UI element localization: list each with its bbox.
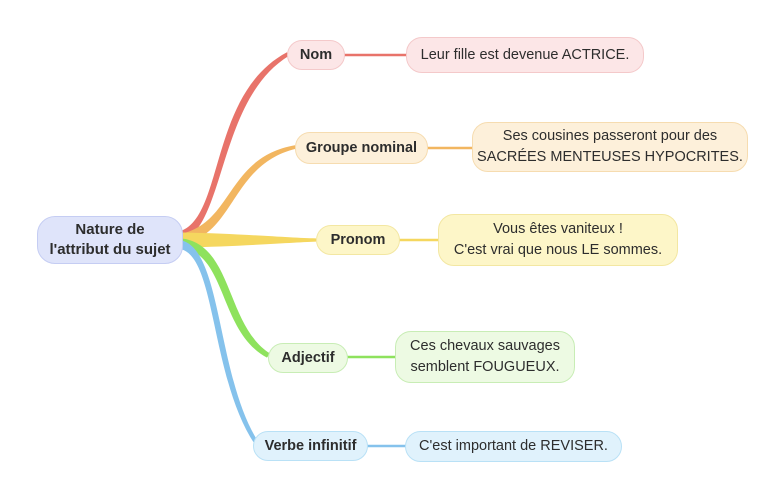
leaf-text-groupe-nominal-example: Ses cousines passeront pour des SACRÉES … [477, 128, 743, 165]
leaf-node-adjectif-example[interactable]: Ces chevaux sauvages semblent FOUGUEUX. [395, 331, 575, 383]
branch-nom-curve [182, 52, 409, 242]
branch-pronom-main-line [182, 232, 316, 248]
branch-nom-main-line [182, 52, 289, 242]
topic-node-pronom[interactable]: Pronom [316, 225, 400, 255]
leaf-node-pronom-example[interactable]: Vous êtes vaniteux ! C'est vrai que nous… [438, 214, 678, 266]
leaf-text-pronom-example: Vous êtes vaniteux ! C'est vrai que nous… [453, 221, 663, 258]
topic-label-adjectif: Adjectif [281, 350, 335, 366]
topic-node-nom[interactable]: Nom [287, 40, 345, 70]
leaf-text-adjectif-example: Ces chevaux sauvages semblent FOUGUEUX. [410, 338, 560, 375]
root-node[interactable]: Nature de l'attribut du sujet [37, 216, 183, 264]
root-node-label: Nature de l'attribut du sujet [49, 221, 171, 258]
branch-groupe-nominal-curve [182, 145, 475, 244]
branch-adjectif-curve [182, 238, 398, 359]
topic-node-groupe-nominal[interactable]: Groupe nominal [295, 132, 428, 164]
branch-verbe-infinitif-curve [182, 240, 408, 448]
branch-adjectif-main-line [182, 238, 270, 358]
leaf-node-groupe-nominal-example[interactable]: Ses cousines passeront pour des SACRÉES … [472, 122, 748, 172]
branch-verbe-infinitif-main-line [182, 240, 258, 444]
topic-node-verbe-infinitif[interactable]: Verbe infinitif [253, 431, 368, 461]
leaf-text-verbe-infinitif-example: C'est important de REVISER. [419, 438, 608, 454]
leaf-text-nom-example: Leur fille est devenue ACTRICE. [420, 46, 630, 63]
topic-label-verbe-infinitif: Verbe infinitif [264, 438, 357, 454]
topic-node-adjectif[interactable]: Adjectif [268, 343, 348, 373]
branch-groupe-nominal-main-line [182, 145, 296, 244]
leaf-node-nom-example[interactable]: Leur fille est devenue ACTRICE. [406, 37, 644, 73]
branch-pronom-curve [182, 232, 441, 248]
topic-label-groupe-nominal: Groupe nominal [305, 140, 418, 156]
leaf-node-verbe-infinitif-example[interactable]: C'est important de REVISER. [405, 431, 622, 462]
topic-label-nom: Nom [299, 47, 333, 63]
topic-label-pronom: Pronom [330, 232, 386, 248]
